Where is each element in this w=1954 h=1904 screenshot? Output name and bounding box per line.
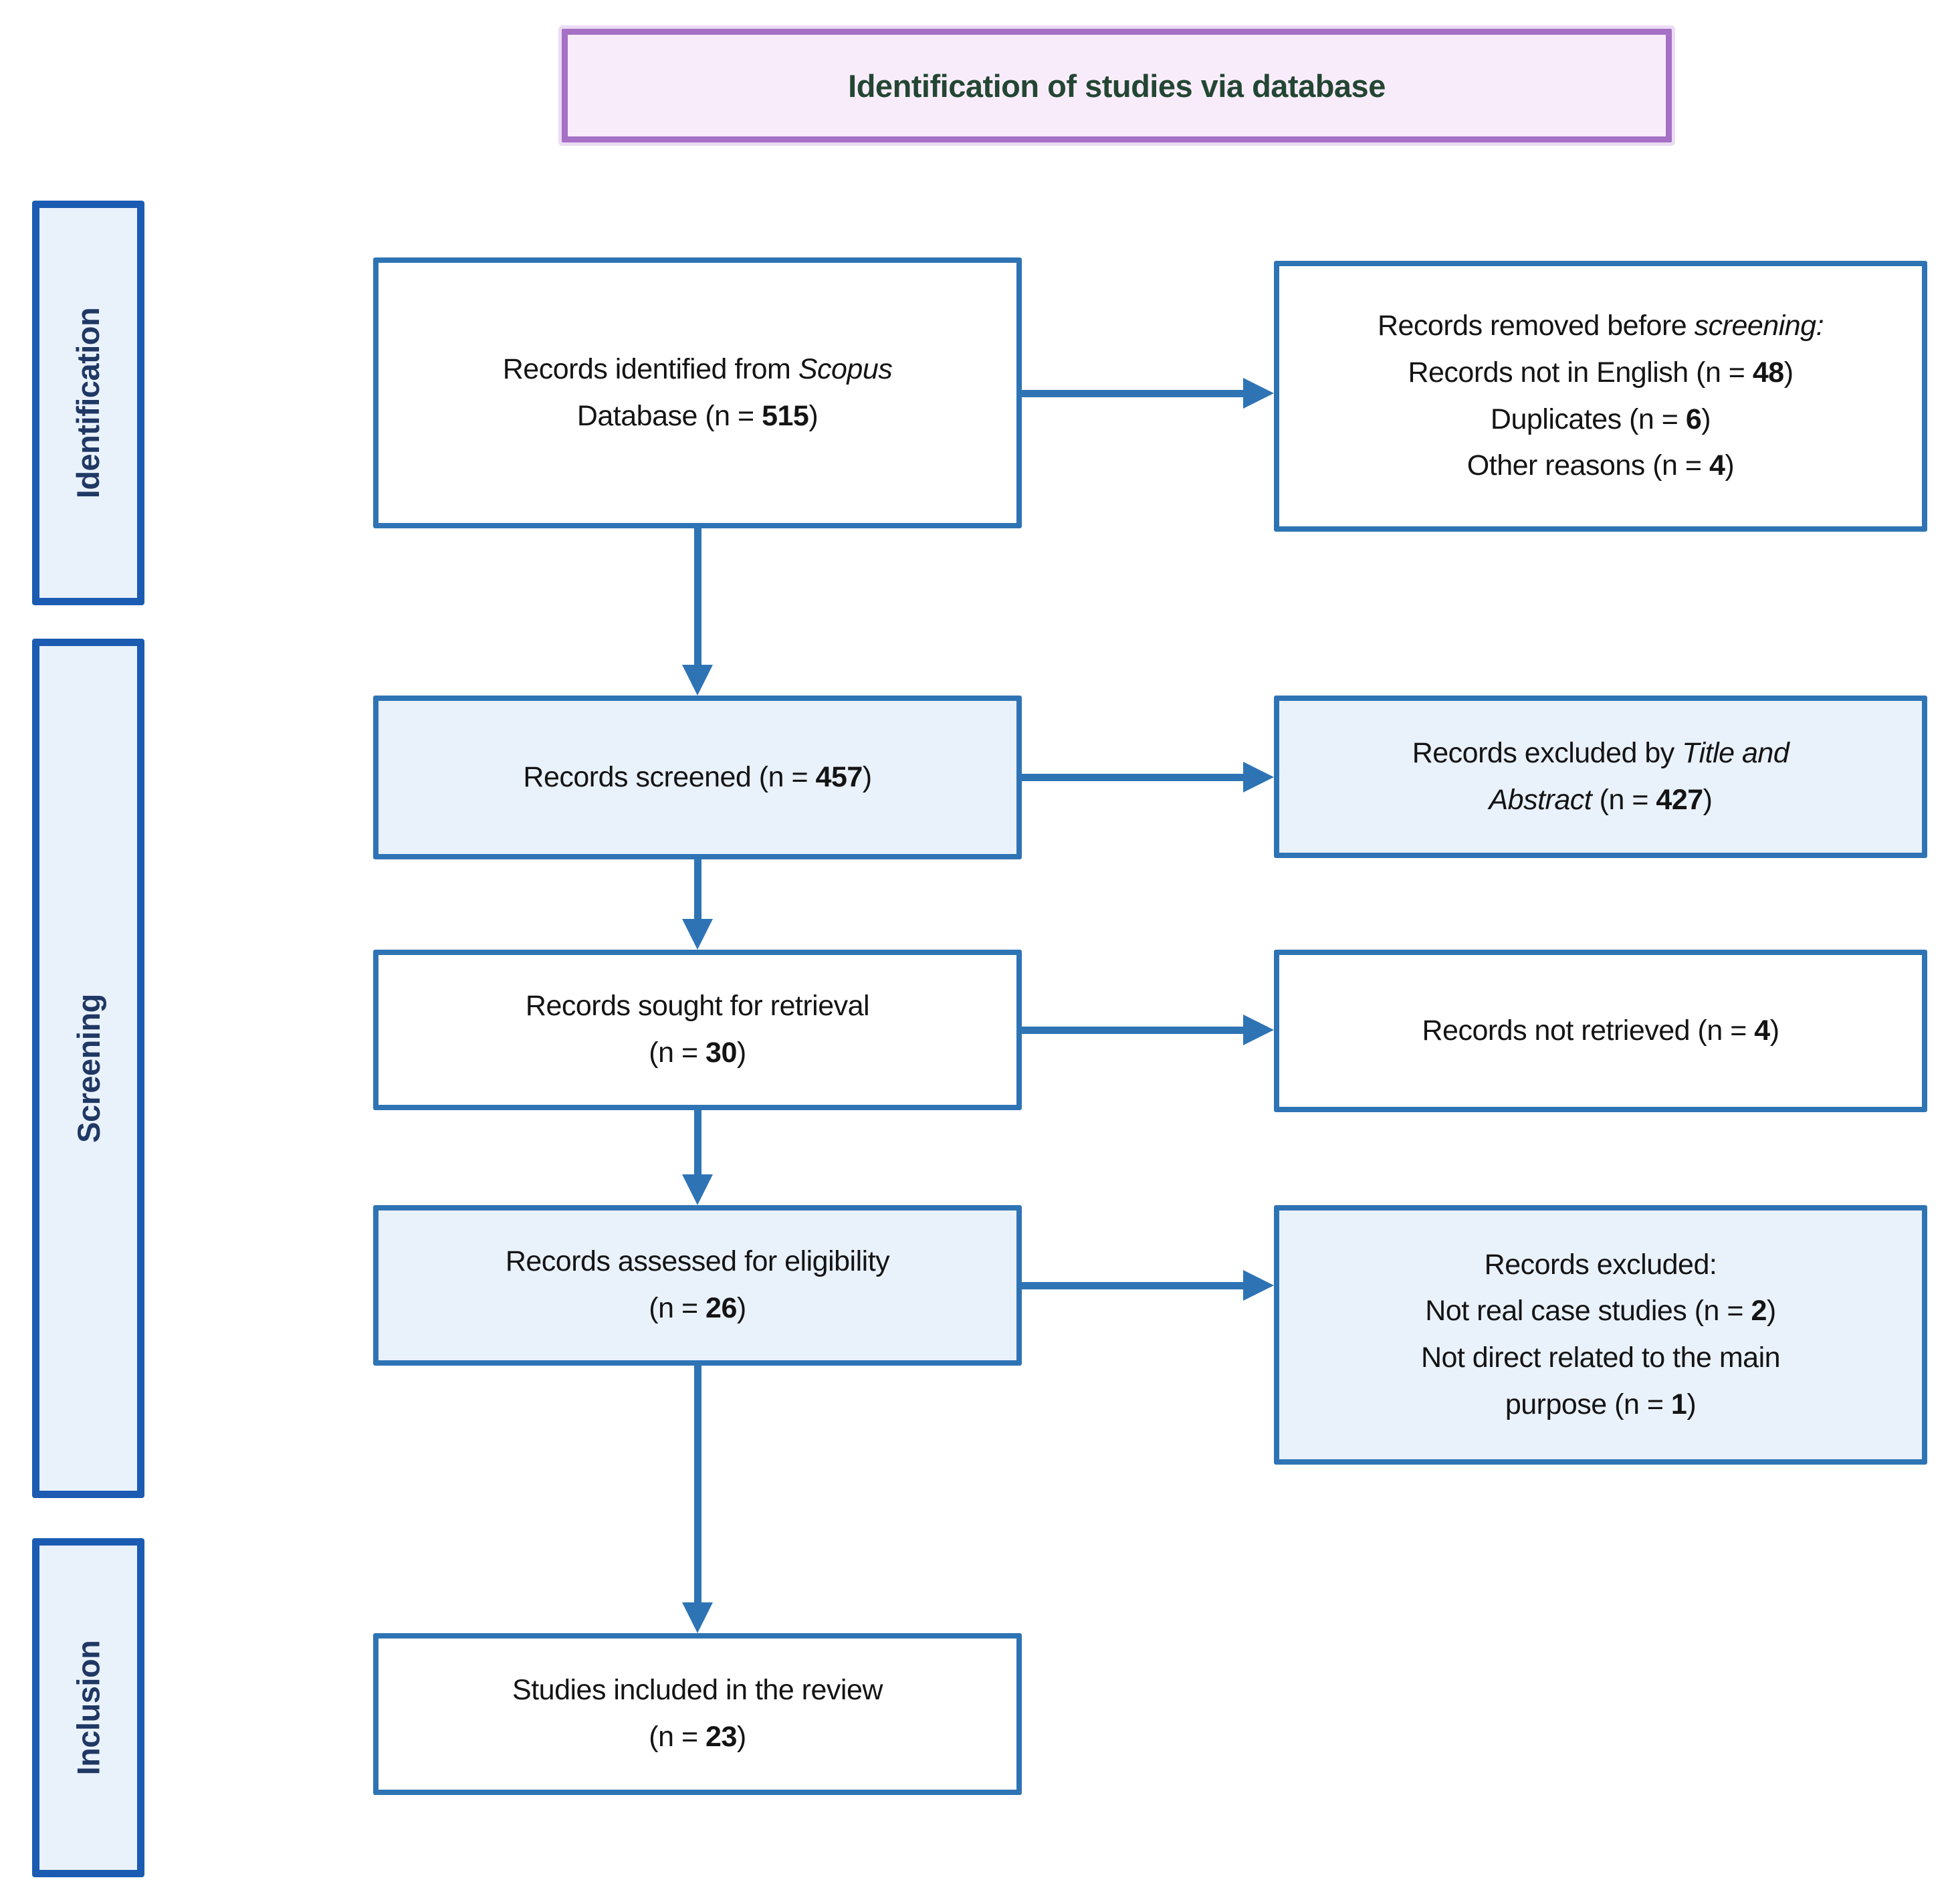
box-records-assessed-text: Records assessed for eligibility (n = 26… <box>505 1245 890 1324</box>
arrow-line <box>694 1110 701 1178</box>
diagram-title: Identification of studies via database <box>848 68 1386 104</box>
arrow-identified-to-removed <box>1022 378 1274 409</box>
stage-label-identification: Identification <box>32 201 144 605</box>
arrow-assessed-to-excluded <box>1022 1270 1274 1301</box>
box-records-removed-text: Records removed before screening: Record… <box>1377 310 1824 482</box>
stage-label-identification-text: Identification <box>70 307 106 499</box>
box-records-removed: Records removed before screening: Record… <box>1274 261 1927 532</box>
box-records-identified-text: Records identified from Scopus Database … <box>502 352 893 432</box>
arrow-identified-to-screened <box>682 528 713 696</box>
arrow-head-down-icon <box>682 1174 713 1205</box>
box-not-retrieved-text: Records not retrieved (n = 4) <box>1422 1014 1779 1047</box>
arrow-line <box>1022 774 1247 781</box>
box-records-assessed: Records assessed for eligibility (n = 26… <box>373 1205 1022 1366</box>
stage-label-inclusion: Inclusion <box>32 1538 144 1877</box>
arrow-line <box>1022 1027 1247 1034</box>
box-records-sought-text: Records sought for retrieval (n = 30) <box>525 990 870 1069</box>
arrow-sought-to-assessed <box>682 1110 713 1205</box>
box-records-sought: Records sought for retrieval (n = 30) <box>373 950 1022 1110</box>
stage-label-screening-text: Screening <box>70 994 106 1143</box>
arrow-head-right-icon <box>1243 762 1274 792</box>
box-excluded-eligibility-text: Records excluded: Not real case studies … <box>1420 1248 1781 1420</box>
box-not-retrieved: Records not retrieved (n = 4) <box>1274 950 1927 1112</box>
arrow-sought-to-not-retrieved <box>1022 1015 1274 1045</box>
arrow-head-right-icon <box>1243 1015 1274 1045</box>
box-records-screened: Records screened (n = 457) <box>373 696 1022 859</box>
box-studies-included: Studies included in the review (n = 23) <box>373 1633 1022 1795</box>
arrow-line <box>694 1366 701 1606</box>
diagram-title-box: Identification of studies via database <box>562 29 1672 142</box>
arrow-head-right-icon <box>1243 378 1274 409</box>
box-excluded-title-abstract-text: Records excluded by Title and Abstract (… <box>1412 736 1789 816</box>
arrow-head-right-icon <box>1243 1270 1274 1301</box>
arrow-head-down-icon <box>682 665 713 696</box>
box-excluded-title-abstract: Records excluded by Title and Abstract (… <box>1274 696 1927 858</box>
arrow-line <box>694 528 701 669</box>
arrow-line <box>694 859 701 923</box>
box-records-screened-text: Records screened (n = 457) <box>523 760 872 793</box>
box-records-identified: Records identified from Scopus Database … <box>373 257 1022 528</box>
arrow-assessed-to-included <box>682 1366 713 1633</box>
arrow-screened-to-sought <box>682 859 713 950</box>
box-studies-included-text: Studies included in the review (n = 23) <box>512 1674 883 1753</box>
stage-label-inclusion-text: Inclusion <box>70 1640 106 1776</box>
arrow-line <box>1022 1282 1247 1289</box>
arrow-head-down-icon <box>682 1602 713 1633</box>
arrow-head-down-icon <box>682 919 713 950</box>
box-excluded-eligibility: Records excluded: Not real case studies … <box>1274 1205 1927 1465</box>
arrow-screened-to-excluded <box>1022 762 1274 792</box>
stage-label-screening: Screening <box>32 639 144 1498</box>
arrow-line <box>1022 390 1247 397</box>
